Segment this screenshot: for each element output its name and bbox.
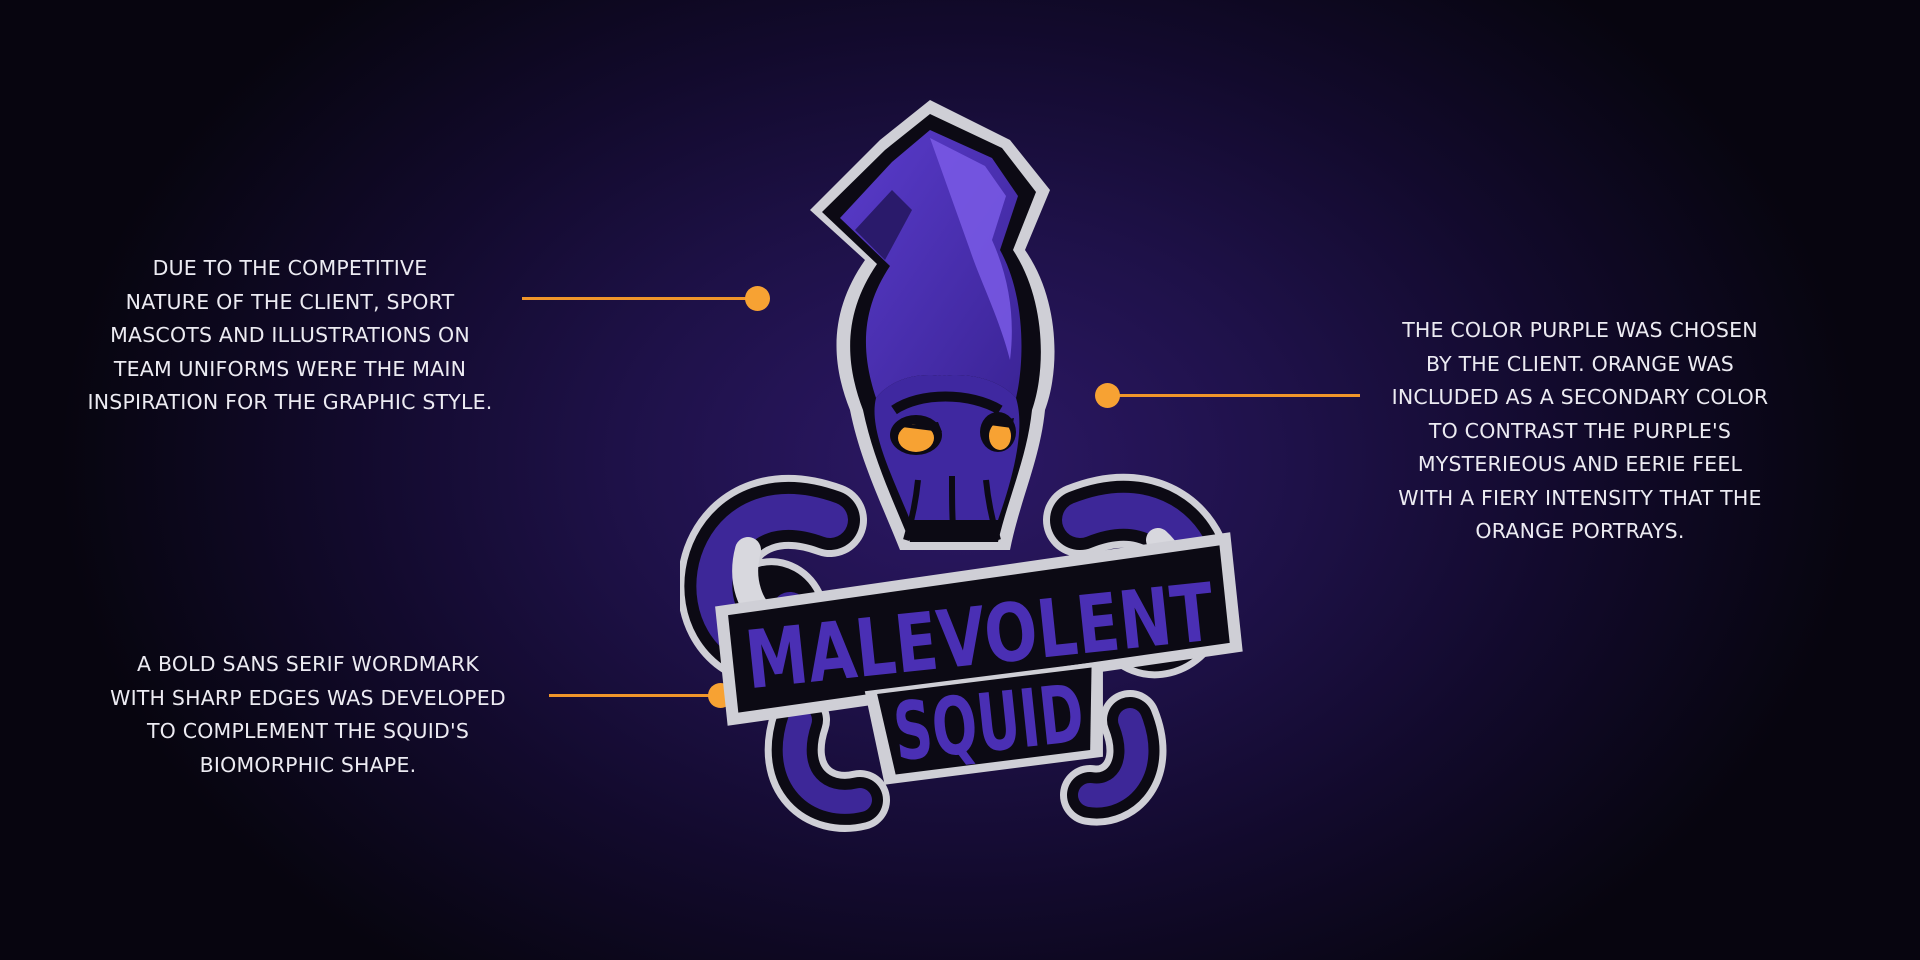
annotation-line: THE COLOR PURPLE WAS CHOSEN [1402,318,1758,342]
annotation-line: BIOMORPHIC SHAPE. [199,752,417,777]
annotation-line: WITH A FIERY INTENSITY THAT THE [1398,485,1762,510]
annotation-line: MASCOTS AND ILLUSTRATIONS ON [110,323,470,347]
annotation-line: DUE TO THE COMPETITIVE [152,256,428,280]
annotation-line: TO CONTRAST THE PURPLE'S [1428,418,1732,443]
squid-mascot-icon: MALEVOLENT SQUID [680,100,1243,832]
lower-tentacles [764,690,1167,832]
orange-dot-icon [1095,383,1120,408]
annotation-color-choice: THE COLOR PURPLE WAS CHOSEN BY THE CLIEN… [1340,314,1820,549]
callout-line-graphic-style [522,286,770,311]
annotation-line: WITH SHARP EDGES WAS DEVELOPED [110,685,506,710]
annotation-graphic-style: DUE TO THE COMPETITIVE NATURE OF THE CLI… [50,252,530,420]
annotation-line: TO COMPLEMENT THE SQUID'S [146,719,470,743]
squid-body [810,100,1055,550]
annotation-line: BY THE CLIENT. ORANGE WAS [1425,351,1735,376]
annotation-wordmark: A BOLD SANS SERIF WORDMARK WITH SHARP ED… [68,648,548,782]
annotation-line: A BOLD SANS SERIF WORDMARK [137,652,479,676]
annotation-line: MYSTERIEOUS AND EERIE FEEL [1417,452,1743,476]
wordmark-word2: SQUID [889,667,1088,779]
annotation-line: TEAM UNIFORMS WERE THE MAIN [113,356,467,381]
annotation-line: INCLUDED AS A SECONDARY COLOR [1391,385,1769,409]
callout-line-color [1095,383,1360,408]
annotation-line: NATURE OF THE CLIENT, SPORT [125,289,455,314]
orange-dot-icon [745,286,770,311]
annotation-line: ORANGE PORTRAYS. [1475,519,1685,543]
annotation-line: INSPIRATION FOR THE GRAPHIC STYLE. [87,390,493,414]
